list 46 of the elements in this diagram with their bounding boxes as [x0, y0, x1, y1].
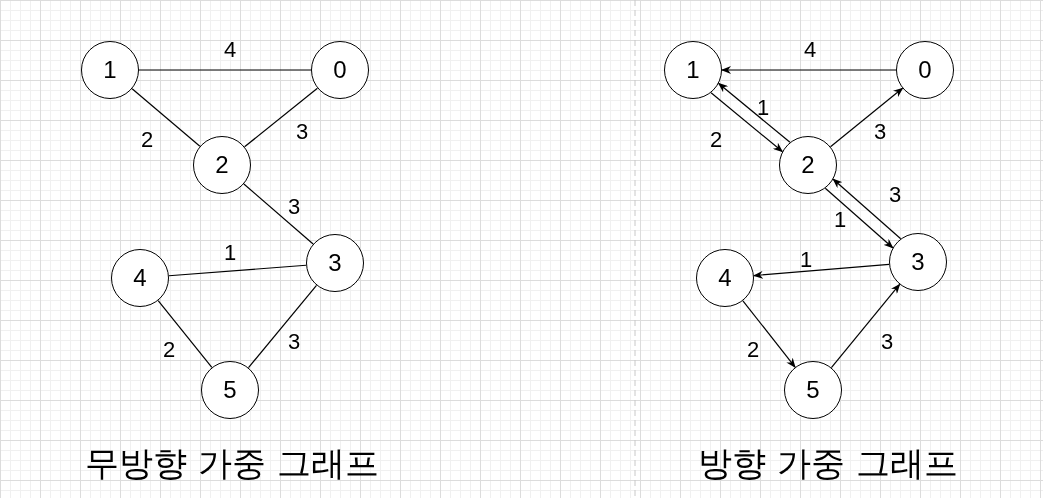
connector-line	[243, 183, 314, 245]
node-circle: 2	[193, 136, 251, 194]
connector-line	[138, 69, 312, 71]
node-circle: 3	[306, 234, 364, 292]
connector-line	[131, 88, 201, 147]
edge-label: 1	[799, 249, 813, 271]
edge-label: 4	[223, 39, 237, 61]
graph-caption: 무방향 가중 그래프	[85, 445, 379, 483]
edge-label: 2	[709, 129, 723, 151]
graph-caption: 방향 가중 그래프	[698, 445, 958, 483]
connector-line	[244, 87, 318, 148]
arrow	[824, 187, 894, 249]
node-circle: 0	[896, 41, 954, 99]
edge-label: 3	[880, 331, 894, 353]
node-circle: 2	[779, 136, 837, 194]
arrow	[721, 66, 897, 74]
edge-label: 2	[746, 339, 760, 361]
arrow	[832, 178, 902, 240]
edge-label: 3	[888, 184, 902, 206]
arrow	[829, 87, 904, 148]
edge-label: 1	[756, 97, 770, 119]
node-circle: 3	[889, 233, 947, 291]
edge-label: 3	[873, 121, 887, 143]
node-circle: 4	[696, 249, 754, 307]
edge-label: 2	[162, 339, 176, 361]
arrow	[830, 283, 901, 369]
connector-line	[168, 264, 307, 277]
edge-label: 1	[833, 209, 847, 231]
arrow	[742, 300, 796, 368]
edge-label: 3	[287, 196, 301, 218]
arrow	[710, 92, 784, 153]
node-circle: 5	[784, 361, 842, 419]
connector-line	[157, 300, 213, 368]
edge-label: 4	[803, 39, 817, 61]
edge-label: 3	[295, 121, 309, 143]
arrow	[717, 82, 791, 143]
edge-label: 1	[223, 242, 237, 264]
node-circle: 1	[81, 41, 139, 99]
arrow	[752, 263, 890, 279]
node-circle: 5	[201, 361, 259, 419]
node-circle: 0	[311, 41, 369, 99]
connector-line	[247, 284, 318, 369]
edge-label: 2	[140, 129, 154, 151]
edge-label: 3	[287, 331, 301, 353]
node-circle: 1	[664, 41, 722, 99]
node-circle: 4	[111, 249, 169, 307]
